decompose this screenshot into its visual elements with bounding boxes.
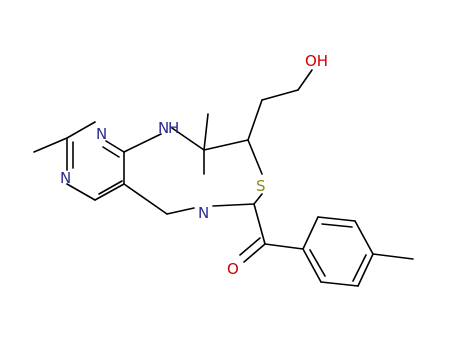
- bond: [33, 137, 68, 153]
- bond: [239, 237, 261, 256]
- carbonyl-oxygen-label: O: [227, 260, 239, 278]
- bond: [102, 146, 120, 158]
- bond: [203, 113, 209, 151]
- pyrimidine-n1-label: N: [96, 125, 107, 143]
- bond: [98, 180, 123, 195]
- bond: [253, 203, 266, 245]
- bond: [247, 139, 263, 175]
- bond: [352, 254, 367, 282]
- bond: [66, 121, 96, 139]
- bond: [123, 133, 162, 153]
- bond: [171, 127, 205, 151]
- bond: [321, 223, 353, 228]
- bond: [105, 140, 125, 153]
- bond: [372, 253, 414, 260]
- bond: [66, 183, 96, 201]
- sulfur-label: S: [256, 177, 266, 195]
- bond: [94, 183, 125, 201]
- bond: [302, 248, 322, 283]
- bond: [212, 203, 255, 207]
- bond: [320, 281, 359, 287]
- bond: [247, 99, 263, 141]
- bonds: [33, 69, 414, 287]
- bond: [166, 207, 195, 215]
- ring-n-label: N: [198, 204, 209, 222]
- amine-nh-n-label: HN: [158, 119, 179, 137]
- bond: [309, 249, 326, 277]
- bond: [317, 216, 356, 222]
- bond: [203, 139, 249, 151]
- bond: [302, 216, 319, 250]
- bond: [243, 243, 266, 263]
- bond: [297, 69, 313, 91]
- pyrimidine-n2-label: N: [60, 169, 71, 187]
- bond: [264, 243, 304, 250]
- bond: [123, 183, 168, 215]
- bond: [357, 253, 374, 287]
- bond: [253, 193, 263, 205]
- bond: [354, 220, 374, 255]
- hydroxyl-label: OH: [305, 52, 328, 70]
- atom-labels: OH HN N N N S O: [60, 52, 328, 278]
- bond: [261, 89, 299, 101]
